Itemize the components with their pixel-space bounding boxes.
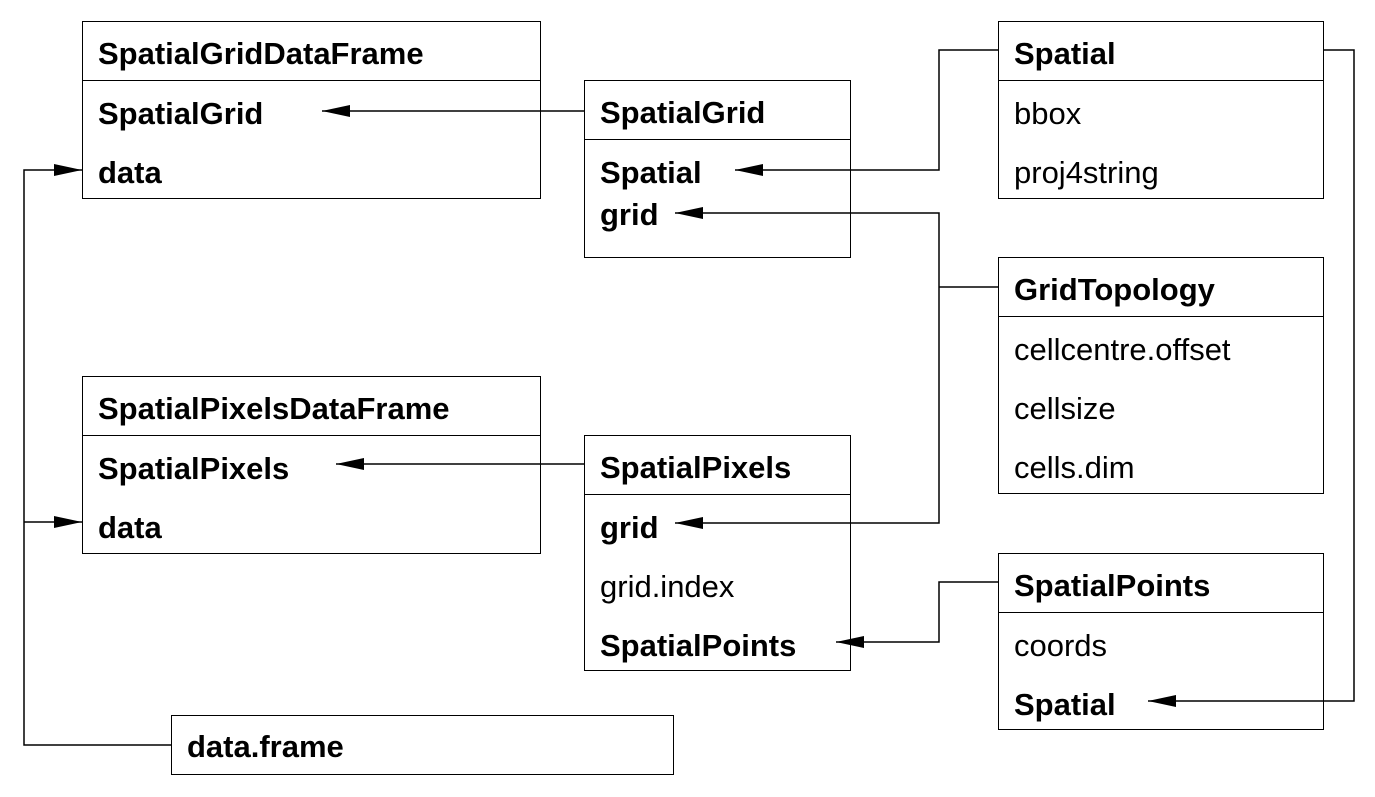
- arrow-spatialpoints-to-spatialpixels: [836, 581, 998, 648]
- slot-spatialgrid: SpatialGrid: [98, 96, 264, 131]
- header-divider: [999, 80, 1323, 81]
- slot-data: data: [98, 155, 162, 190]
- slot-data: data: [98, 510, 162, 545]
- slot-cellcentre-offset: cellcentre.offset: [1014, 332, 1231, 367]
- header-divider: [585, 139, 850, 140]
- connector-data-frame-trunk: [23, 164, 171, 746]
- class-box-spatial: Spatial bbox proj4string: [998, 21, 1324, 199]
- slot-cells-dim: cells.dim: [1014, 450, 1135, 485]
- arrow-spatial-to-spatialgrid: [735, 49, 998, 176]
- class-title: SpatialPoints: [1014, 568, 1211, 603]
- class-title: GridTopology: [1014, 272, 1215, 307]
- arrow-spatial-to-spatialpoints: [1148, 49, 1355, 707]
- class-box-gridtopology: GridTopology cellcentre.offset cellsize …: [998, 257, 1324, 494]
- arrow-gridtopology-to-spatialgrid: [675, 207, 940, 287]
- slot-spatial: Spatial: [600, 155, 702, 190]
- slot-spatialpoints: SpatialPoints: [600, 628, 797, 663]
- class-title: SpatialPixels: [600, 450, 792, 485]
- slot-grid-index: grid.index: [600, 569, 735, 604]
- class-box-data-frame: data.frame: [171, 715, 674, 775]
- slot-spatial: Spatial: [1014, 687, 1116, 722]
- header-divider: [585, 494, 850, 495]
- slot-coords: coords: [1014, 628, 1108, 663]
- class-box-spatialpixelsdataframe: SpatialPixelsDataFrame SpatialPixels dat…: [82, 376, 541, 554]
- slot-proj4string: proj4string: [1014, 155, 1159, 190]
- header-divider: [83, 435, 540, 436]
- class-title: SpatialPixelsDataFrame: [98, 391, 450, 426]
- header-divider: [83, 80, 540, 81]
- slot-grid: grid: [600, 197, 659, 232]
- arrow-gridtopology-to-spatialpixels: [675, 287, 940, 529]
- class-title: SpatialGridDataFrame: [98, 36, 424, 71]
- slot-cellsize: cellsize: [1014, 391, 1116, 426]
- class-title: Spatial: [1014, 36, 1116, 71]
- header-divider: [999, 612, 1323, 613]
- slot-grid: grid: [600, 510, 659, 545]
- class-box-spatialpixels: SpatialPixels grid grid.index SpatialPoi…: [584, 435, 851, 671]
- header-divider: [999, 316, 1323, 317]
- class-title: data.frame: [187, 729, 344, 764]
- slot-bbox: bbox: [1014, 96, 1082, 131]
- slot-spatialpixels: SpatialPixels: [98, 451, 290, 486]
- class-title: SpatialGrid: [600, 95, 766, 130]
- class-box-spatialgriddataframe: SpatialGridDataFrame SpatialGrid data: [82, 21, 541, 199]
- class-box-spatialgrid: SpatialGrid Spatial grid: [584, 80, 851, 258]
